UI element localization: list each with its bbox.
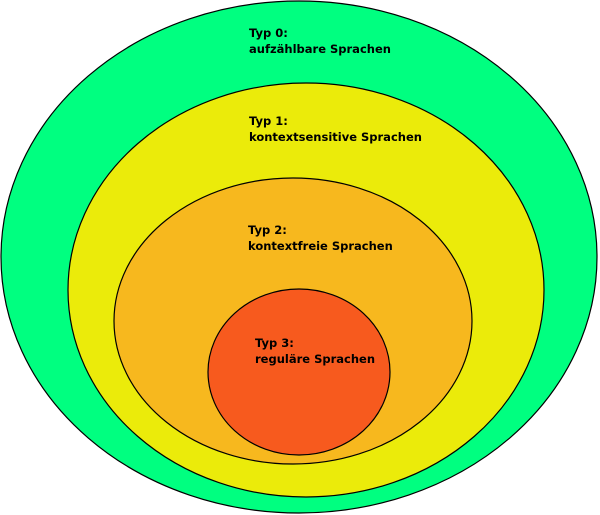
ellipse-type-3 bbox=[207, 288, 391, 456]
type-0-name: aufzählbare Sprachen bbox=[249, 42, 391, 56]
label-type-0: Typ 0: aufzählbare Sprachen bbox=[249, 25, 391, 57]
type-3-name: reguläre Sprachen bbox=[255, 352, 376, 366]
label-type-2: Typ 2: kontextfreie Sprachen bbox=[248, 222, 393, 254]
label-type-3: Typ 3: reguläre Sprachen bbox=[255, 335, 375, 367]
label-type-1: Typ 1: kontextsensitive Sprachen bbox=[249, 113, 422, 145]
type-3-number: Typ 3: bbox=[255, 336, 294, 350]
type-0-number: Typ 0: bbox=[249, 26, 288, 40]
type-1-name: kontextsensitive Sprachen bbox=[249, 130, 422, 144]
type-2-number: Typ 2: bbox=[248, 223, 287, 237]
type-1-number: Typ 1: bbox=[249, 114, 288, 128]
type-2-name: kontextfreie Sprachen bbox=[248, 239, 393, 253]
